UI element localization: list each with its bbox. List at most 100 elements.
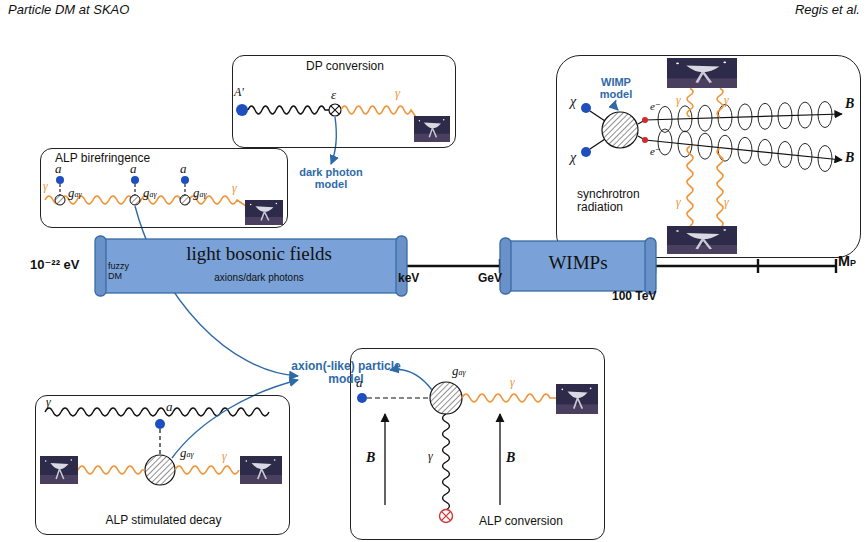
annihilation-vertex: [602, 112, 638, 148]
particle-symbol: e⁻: [650, 145, 661, 157]
telescope-image: [240, 456, 282, 484]
photon-wave: [341, 106, 418, 120]
band-title: WIMPs: [510, 253, 646, 274]
photon-wave: [687, 146, 693, 226]
field-arrow: [499, 414, 500, 505]
box-title: DP conversion: [233, 60, 457, 73]
model-pointer: [331, 117, 336, 164]
model-pointer: [615, 100, 618, 110]
particle-symbol: e⁻: [650, 100, 661, 112]
photon-symbol: γ: [428, 450, 433, 463]
telescope-image: [556, 384, 598, 414]
coupling-symbol: ε: [331, 88, 336, 102]
particle-symbol: χ: [570, 94, 576, 109]
axion-line: [367, 397, 430, 398]
particle-symbol: a: [180, 162, 187, 176]
photon-wave: [78, 466, 145, 474]
running-header: Regis et al.: [795, 3, 860, 17]
box-title: ALP conversion: [479, 515, 599, 528]
box-title: synchrotron radiation: [577, 188, 657, 214]
running-header: Particle DM at SKAO: [8, 3, 129, 17]
axis-label: 10⁻²² eV: [30, 258, 80, 272]
wimp-dot: [581, 103, 591, 113]
photon-symbol: γ: [222, 450, 227, 463]
band-roll: [500, 238, 511, 294]
photon-symbol: γ: [724, 196, 729, 209]
coupling-symbol: gaγ: [180, 446, 194, 460]
coupling-symbol: gaγ: [143, 186, 157, 200]
electron-helix: [658, 102, 832, 133]
field-symbol: B⃗: [366, 450, 386, 465]
wimp-dot: [581, 147, 591, 157]
coupling-symbol: gaγ: [193, 186, 207, 200]
dark-photon-dot: [236, 104, 248, 116]
telescope-image: [245, 200, 283, 225]
model-label: axion(-like) particle model: [286, 360, 406, 386]
virtual-photon-wave: [443, 414, 450, 510]
electron-lines: [638, 120, 645, 140]
electron-dot: [642, 137, 648, 143]
box-title: ALP birefringence: [55, 152, 205, 165]
photon-wave: [45, 408, 269, 416]
axion-dot: [155, 419, 165, 429]
photon-wave: [687, 88, 693, 117]
photon-symbol: γ: [510, 376, 515, 389]
field-line: [645, 140, 842, 160]
axis-label: MP: [838, 254, 856, 270]
photon-wave: [462, 394, 556, 402]
mixing-vertex: [329, 104, 341, 116]
particle-symbol: a: [166, 400, 173, 414]
telescope-image: [667, 58, 737, 88]
field-symbol: B⃗: [845, 150, 865, 165]
band-roll: [95, 236, 106, 296]
band-roll: [396, 236, 407, 296]
coupling-symbol: gaγ: [68, 186, 82, 200]
telescope-image: [414, 116, 450, 142]
band-roll: [645, 238, 656, 294]
photon-symbol: γ: [676, 94, 681, 107]
band-title: light bosonic fields: [119, 244, 399, 265]
axion-line: [159, 429, 160, 455]
photon-symbol: γ: [43, 180, 48, 193]
box-title: ALP stimulated decay: [36, 514, 291, 527]
particle-symbol: A': [234, 86, 244, 99]
model-pointer: [172, 380, 298, 458]
particle-symbol: χ: [570, 150, 576, 165]
coupling-symbol: gaγ: [452, 364, 466, 378]
axis-label: GeV: [478, 272, 502, 285]
axis-label: 100 TeV: [612, 290, 656, 303]
scale-band: WIMPs: [500, 238, 656, 294]
field-source-cross: [441, 511, 450, 520]
electron-helix: [658, 129, 832, 172]
process-box: DP conversion: [232, 55, 456, 148]
field-symbol: B⃗: [845, 96, 865, 111]
photon-symbol: γ: [724, 94, 729, 107]
photon-wave: [717, 148, 723, 228]
process-box: ALP stimulated decay: [35, 395, 290, 535]
axion-lines: [55, 176, 190, 205]
band-body: [506, 241, 650, 291]
photon-symbol: γ: [232, 182, 237, 195]
model-label: WIMP model: [590, 76, 642, 100]
axis-label: keV: [398, 272, 419, 285]
model-label: dark photon model: [298, 166, 364, 190]
photon-symbol: γ: [676, 196, 681, 209]
band-note: axions/dark photons: [119, 272, 399, 283]
conversion-vertex: [430, 382, 462, 414]
scale-band: light bosonic fields axions/dark photonsf…: [95, 236, 407, 296]
process-box: ALP birefringence: [40, 148, 288, 228]
photon-symbol: γ: [395, 86, 400, 100]
decay-vertex: [145, 455, 175, 485]
process-box: ALP conversion: [350, 348, 605, 540]
dark-photon-wave: [248, 106, 329, 114]
photon-wave: [175, 466, 239, 474]
band-body: [101, 239, 401, 293]
telescope-image: [667, 226, 737, 254]
field-source: [440, 510, 453, 523]
mixing-cross: [331, 106, 339, 114]
photon-wave: [717, 88, 723, 117]
telescope-image: [40, 456, 78, 484]
band-note: fuzzy DM: [108, 262, 134, 282]
